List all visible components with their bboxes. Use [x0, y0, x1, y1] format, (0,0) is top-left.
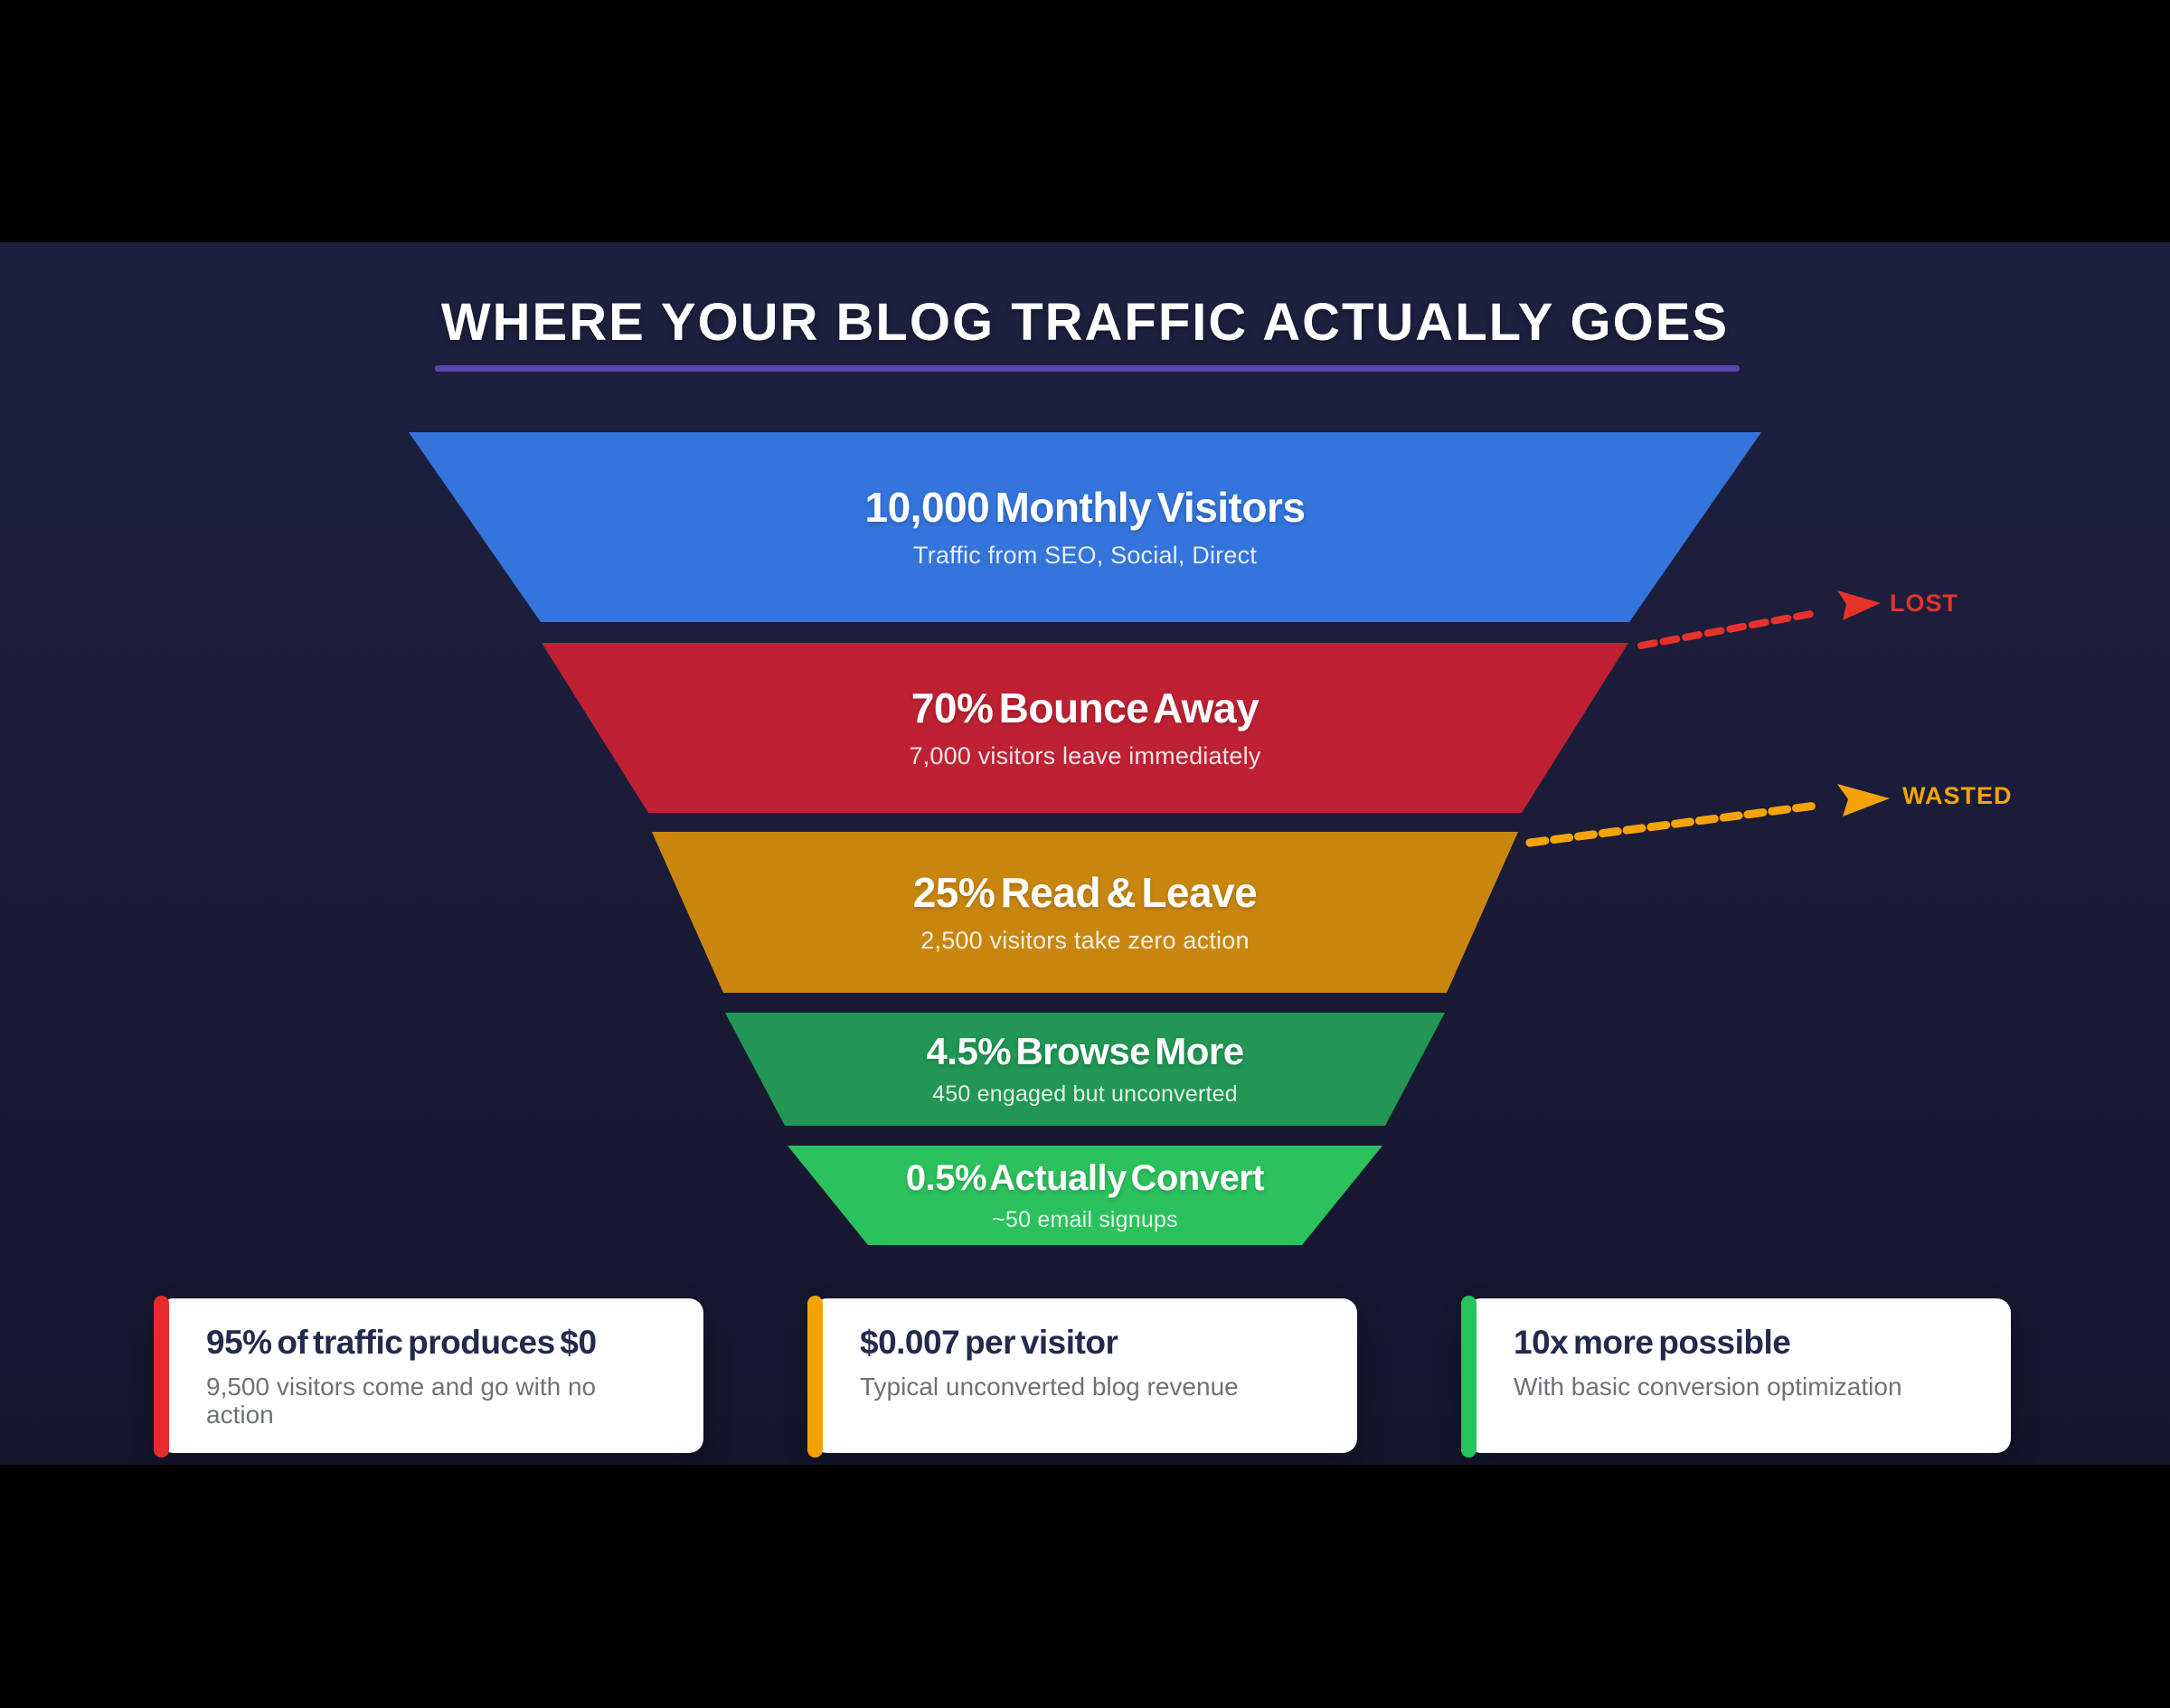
stage-description: 450 engaged but unconverted	[932, 1081, 1238, 1107]
callout-title: $0.007 per visitor	[860, 1324, 1118, 1361]
callout-description: 9,500 visitors come and go with no actio…	[206, 1373, 597, 1429]
funnel-stage-bounce-away: 70% Bounce Away 7,000 visitors leave imm…	[542, 643, 1628, 813]
stage-label: 0.5% Actually Convert	[905, 1157, 1265, 1198]
stage-label: 10,000 Monthly Visitors	[864, 484, 1306, 531]
stage-label: 70% Bounce Away	[910, 684, 1260, 731]
callout-card-per-visitor: $0.007 per visitor Typical unconverted b…	[807, 1296, 1357, 1458]
stage-description: ~50 email signups	[992, 1206, 1178, 1232]
callout-accent-bar	[154, 1296, 169, 1458]
lost-annotation-label: LOST	[1890, 590, 1958, 617]
top-letterbox	[0, 0, 2170, 242]
funnel-stage-actually-convert: 0.5% Actually Convert ~50 email signups	[788, 1146, 1382, 1245]
callout-accent-bar	[807, 1296, 823, 1458]
stage-description: 2,500 visitors take zero action	[920, 927, 1250, 954]
callout-card-zero-revenue: 95% of traffic produces $0 9,500 visitor…	[154, 1296, 703, 1458]
funnel-stage-read-and-leave: 25% Read & Leave 2,500 visitors take zer…	[652, 832, 1518, 993]
stage-description: 7,000 visitors leave immediately	[909, 742, 1261, 769]
stat-callouts: 95% of traffic produces $0 9,500 visitor…	[154, 1296, 2011, 1458]
wasted-annotation-label: WASTED	[1902, 782, 2013, 809]
stage-label: 25% Read & Leave	[912, 869, 1258, 916]
title-divider	[435, 365, 1740, 372]
callout-description: With basic conversion optimization	[1514, 1373, 1902, 1401]
callout-title: 95% of traffic produces $0	[206, 1324, 597, 1361]
stage-label: 4.5% Browse More	[926, 1030, 1244, 1072]
callout-title: 10x more possible	[1514, 1324, 1791, 1361]
callout-card-more-possible: 10x more possible With basic conversion …	[1461, 1296, 2011, 1458]
funnel-stage-browse-more: 4.5% Browse More 450 engaged but unconve…	[725, 1013, 1445, 1126]
funnel-stage-monthly-visitors: 10,000 Monthly Visitors Traffic from SEO…	[409, 432, 1761, 622]
callout-description: Typical unconverted blog revenue	[860, 1373, 1239, 1401]
page-title: WHERE YOUR BLOG TRAFFIC ACTUALLY GOES	[440, 293, 1730, 352]
infographic-slide: WHERE YOUR BLOG TRAFFIC ACTUALLY GOES 10…	[0, 242, 2170, 1465]
bottom-letterbox	[0, 1465, 2170, 1708]
stage-description: Traffic from SEO, Social, Direct	[913, 542, 1257, 569]
callout-accent-bar	[1461, 1296, 1477, 1458]
